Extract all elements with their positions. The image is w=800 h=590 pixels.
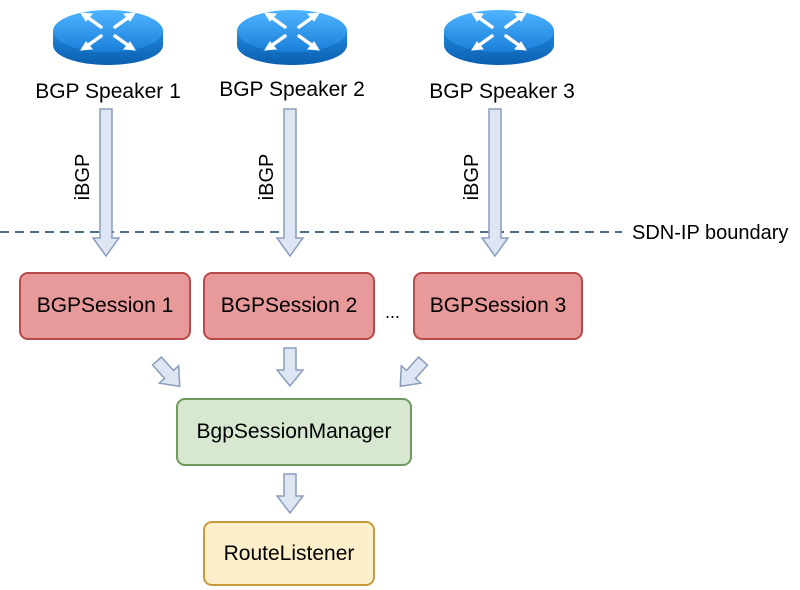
- bgp-session-3-label: BGPSession 3: [429, 294, 567, 317]
- boundary-label: SDN-IP boundary: [632, 222, 789, 244]
- bgp-session-manager-label: BgpSessionManager: [196, 420, 392, 443]
- route-listener-label: RouteListener: [223, 541, 355, 565]
- route-listener-box: RouteListener: [203, 521, 375, 586]
- ibgp-arrow-1: [91, 108, 121, 258]
- session3-to-manager-arrow: [399, 356, 429, 388]
- session2-to-manager-arrow: [275, 347, 305, 388]
- session1-to-manager-arrow: [151, 356, 181, 388]
- bgp-session-1-label: BGPSession 1: [36, 294, 174, 317]
- ibgp-arrow-3: [480, 108, 510, 258]
- ibgp-label-3: iBGP: [461, 153, 483, 201]
- router-icon: [237, 10, 347, 65]
- speaker-label-1: BGP Speaker 1: [35, 80, 181, 103]
- bgp-session-2-box: BGPSession 2: [203, 272, 375, 340]
- speaker-label-2: BGP Speaker 2: [219, 78, 365, 101]
- bgp-session-1-box: BGPSession 1: [19, 272, 191, 340]
- router-icon: [444, 10, 554, 65]
- bgp-session-3-box: BGPSession 3: [413, 272, 583, 340]
- ibgp-arrow-2: [275, 108, 305, 258]
- bgp-session-2-label: BGPSession 2: [220, 294, 358, 317]
- manager-to-listener-arrow: [275, 473, 305, 515]
- ibgp-label-2: iBGP: [256, 153, 278, 201]
- bgp-session-manager-box: BgpSessionManager: [176, 398, 412, 466]
- router-icon: [53, 10, 163, 65]
- ibgp-label-1: iBGP: [72, 153, 94, 201]
- session-ellipsis: ...: [385, 302, 401, 322]
- speaker-label-3: BGP Speaker 3: [429, 80, 575, 103]
